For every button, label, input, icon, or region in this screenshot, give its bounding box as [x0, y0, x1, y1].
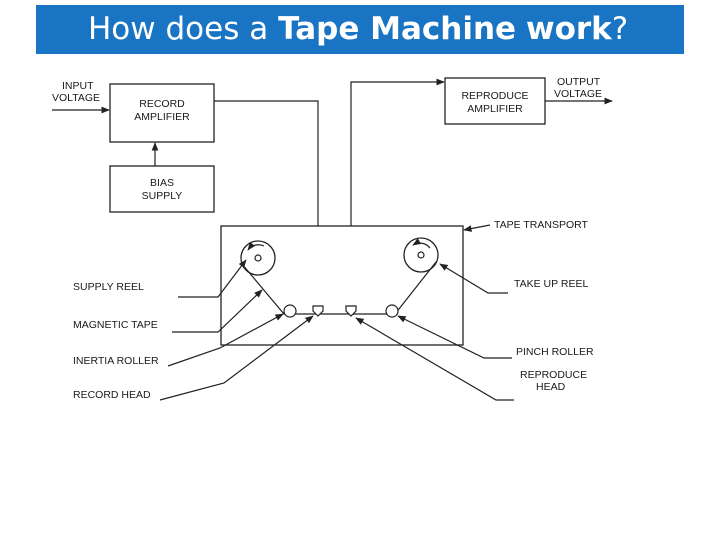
reproduce-head-label-2: HEAD: [536, 381, 566, 393]
record-head: [312, 305, 324, 317]
output-voltage-label-2: VOLTAGE: [554, 88, 602, 100]
reproduce-head: [345, 305, 357, 317]
output-voltage-label-1: OUTPUT: [557, 76, 601, 88]
page-title: How does a Tape Machine work?: [88, 5, 628, 54]
reproduce-head-pointer: [355, 317, 514, 401]
take-up-reel-pointer: [439, 263, 508, 294]
reproduce-amplifier-label-2: AMPLIFIER: [467, 103, 523, 115]
tape-transport-arrow: [463, 224, 491, 232]
record-signal-line: [214, 100, 322, 278]
record-head-pointer: [159, 315, 314, 401]
take-up-reel-rotation: [412, 238, 431, 249]
bias-supply-label-2: SUPPLY: [142, 190, 183, 202]
supply-reel-rotation: [247, 241, 265, 251]
tape-transport-label: TAPE TRANSPORT: [494, 219, 589, 231]
title-bold-1: Tape Machine: [278, 11, 517, 47]
input-voltage-label-1: INPUT: [62, 80, 94, 92]
magnetic-tape-pointer: [172, 289, 263, 333]
record-amplifier-label-2: AMPLIFIER: [134, 111, 190, 123]
inertia-roller-label: INERTIA ROLLER: [73, 355, 159, 367]
magnetic-tape-path: [241, 261, 437, 315]
bias-supply-label-1: BIAS: [150, 177, 174, 189]
supply-reel-pointer: [178, 259, 247, 298]
title-bar: How does a Tape Machine work?: [36, 5, 684, 54]
reproduce-signal-line: [350, 78, 445, 274]
supply-reel-label: SUPPLY REEL: [73, 281, 144, 293]
record-amplifier-box: [109, 83, 215, 143]
inertia-roller-pointer: [167, 313, 284, 367]
record-amplifier-label-1: RECORD: [139, 98, 185, 110]
take-up-reel-label: TAKE UP REEL: [514, 278, 588, 290]
title-bold-2: work: [525, 11, 612, 47]
title-text-1: How does a: [88, 11, 279, 47]
reproduce-amplifier-label-1: REPRODUCE: [461, 90, 528, 102]
record-head-label: RECORD HEAD: [73, 389, 151, 401]
pinch-roller-pointer: [397, 315, 512, 359]
reproduce-head-label-1: REPRODUCE: [520, 369, 587, 381]
magnetic-tape-label: MAGNETIC TAPE: [73, 319, 158, 331]
inertia-roller: [283, 304, 297, 318]
title-text-3: ?: [611, 11, 629, 47]
pinch-roller: [385, 304, 399, 318]
input-voltage-label-2: VOLTAGE: [52, 92, 100, 104]
pinch-roller-label: PINCH ROLLER: [516, 346, 594, 358]
supply-reel-hub: [254, 254, 262, 262]
bias-supply-box: [109, 165, 215, 213]
take-up-reel-hub: [417, 251, 425, 259]
